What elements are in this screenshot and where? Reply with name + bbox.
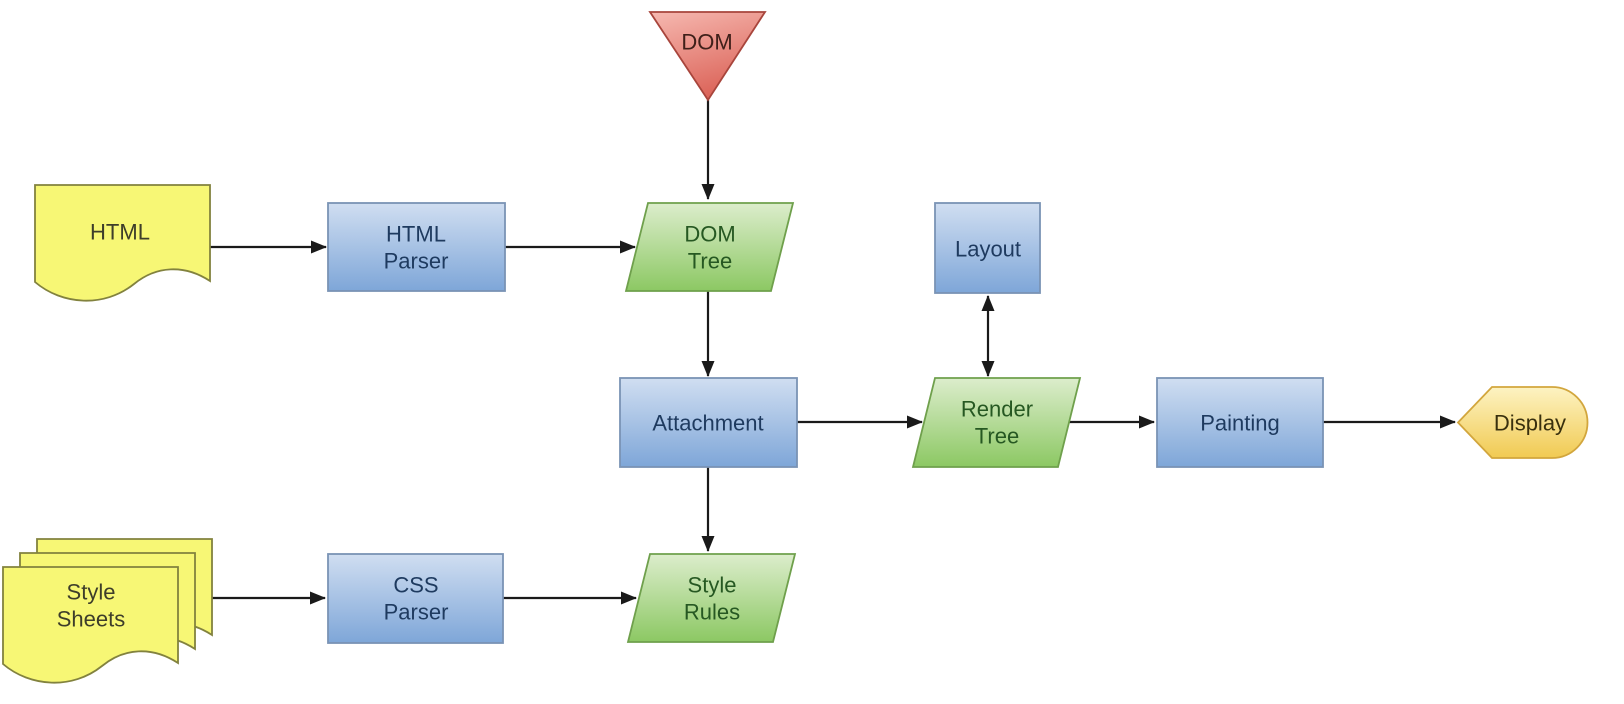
process-box [619,377,798,468]
node-dom-tree: DOM Tree [624,202,795,292]
node-dom-label: DOM [681,30,732,55]
display-shape [1456,386,1589,459]
node-style-sheets-label-line2: Sheets [57,607,126,632]
parallelogram-shape [626,553,797,643]
node-attachment: Attachment [619,377,798,468]
node-dom: DOM [648,11,767,102]
node-dom-tree-label-line2: Tree [688,249,732,274]
node-html: HTML [34,184,211,302]
process-box [934,202,1041,294]
inverted-triangle-shape [648,11,767,102]
node-dom-tree-label-line1: DOM [684,222,735,247]
parallelogram-shape [624,202,795,292]
node-display-label: Display [1494,411,1566,436]
node-html-parser-label-line2: Parser [384,249,449,274]
document-shape-front [2,566,179,684]
process-box [327,553,504,644]
node-layout-label: Layout [955,237,1021,262]
node-style-rules: Style Rules [626,553,797,643]
process-box [1156,377,1324,468]
node-attachment-label: Attachment [652,411,763,436]
edges [210,100,1456,605]
node-css-parser-label-line2: Parser [384,600,449,625]
node-css-parser-label-line1: CSS [393,573,438,598]
node-render-tree: Render Tree [911,377,1082,468]
node-display: Display [1456,386,1589,459]
node-style-rules-label-line1: Style [688,573,737,598]
node-style-sheets: Style Sheets [2,538,213,684]
node-html-parser: HTML Parser [327,202,506,292]
node-painting-label: Painting [1200,411,1280,436]
node-css-parser: CSS Parser [327,553,504,644]
parallelogram-shape [911,377,1082,468]
node-html-parser-label-line1: HTML [386,222,446,247]
node-render-tree-label-line1: Render [961,397,1033,422]
node-render-tree-label-line2: Tree [975,424,1019,449]
process-box [327,202,506,292]
node-style-sheets-label-line1: Style [67,580,116,605]
node-layout: Layout [934,202,1041,294]
node-html-label: HTML [90,220,150,245]
node-style-rules-label-line2: Rules [684,600,740,625]
document-shape [34,184,211,302]
node-painting: Painting [1156,377,1324,468]
